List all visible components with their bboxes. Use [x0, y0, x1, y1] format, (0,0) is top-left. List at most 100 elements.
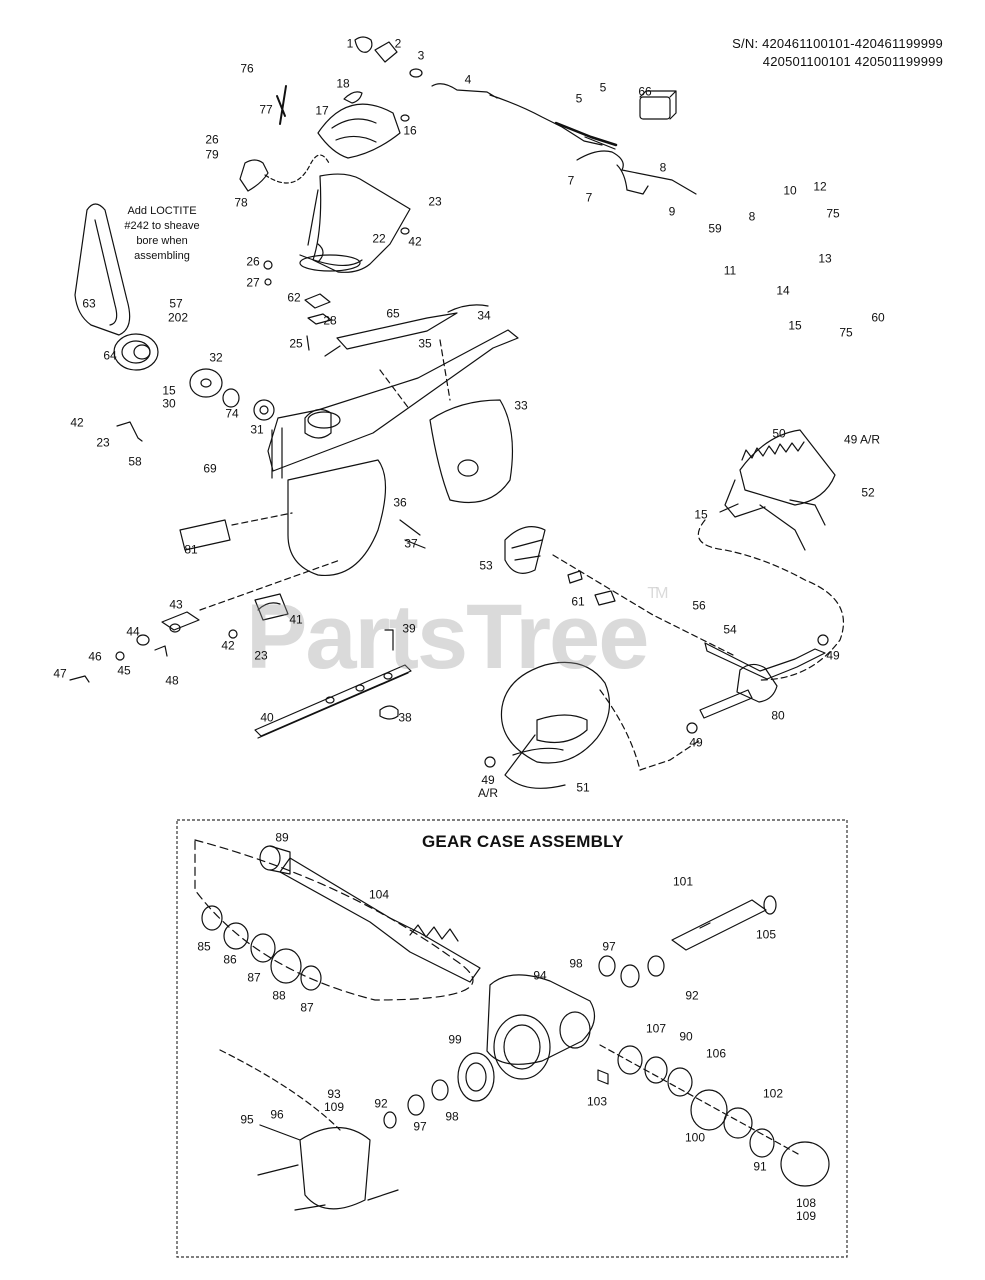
part-label-30: 30 — [162, 396, 176, 411]
part-label-3: 3 — [417, 48, 425, 63]
watermark-text: PartsTree — [246, 586, 649, 688]
part-label-66: 66 — [638, 84, 652, 99]
serial-range-line-2: 420501100101 420501199999 — [762, 54, 943, 69]
part-label-94: 94 — [533, 968, 547, 983]
part-label-202: 202 — [167, 310, 189, 325]
part-label-69: 69 — [203, 461, 217, 476]
part-label-90: 90 — [679, 1029, 693, 1044]
part-label-65: 65 — [386, 306, 400, 321]
part-label-25: 25 — [289, 336, 303, 351]
part-label-18: 18 — [336, 76, 350, 91]
part-label-92b: 92 — [374, 1096, 388, 1111]
auger-housing — [267, 329, 519, 472]
part-label-92a: 92 — [685, 988, 699, 1003]
auger-shaft — [704, 642, 826, 680]
part-label-9: 9 — [668, 204, 676, 219]
drive-belt — [74, 203, 131, 336]
part-label-2: 2 — [394, 36, 402, 51]
part-label-97b: 97 — [413, 1119, 427, 1134]
part-label-50: 50 — [772, 426, 786, 441]
part-label-12: 12 — [813, 179, 827, 194]
part-label-43: 43 — [169, 597, 183, 612]
gear-case-assembly-title: GEAR CASE ASSEMBLY — [422, 832, 624, 851]
part-label-35: 35 — [418, 336, 432, 351]
part-label-49a: 49 A/R — [843, 432, 881, 447]
part-label-77: 77 — [259, 102, 273, 117]
chute-crank-end — [374, 41, 398, 63]
part-label-28: 28 — [323, 313, 337, 328]
part-label-23c: 23 — [254, 648, 268, 663]
part-label-38: 38 — [398, 710, 412, 725]
discharge-chute — [312, 173, 411, 273]
gear-99 — [457, 1052, 495, 1102]
part-label-41: 41 — [289, 612, 303, 627]
watermark: PartsTreeTM — [246, 585, 669, 690]
part-label-105: 105 — [755, 927, 777, 942]
part-label-98a: 98 — [569, 956, 583, 971]
loctite-note-line-2: #242 to sheave — [124, 220, 200, 232]
loctite-note: Add LOCTITE #242 to sheave bore when ass… — [118, 204, 206, 264]
part-label-7a: 7 — [567, 173, 575, 188]
part-label-101: 101 — [672, 874, 694, 889]
gear-case-80 — [736, 663, 778, 703]
worm-shaft-104 — [279, 857, 481, 983]
part-label-108: 108 109 — [795, 1196, 817, 1223]
part-label-80: 80 — [771, 708, 785, 723]
part-label-15c: 15 — [694, 507, 708, 522]
part-label-49d: 49 A/R — [477, 773, 499, 800]
loctite-note-line-4: assembling — [134, 250, 190, 262]
loctite-note-line-3: bore when — [136, 235, 188, 247]
part-label-15a: 15 — [162, 383, 176, 398]
watermark-tm: TM — [647, 585, 668, 602]
part-label-76: 76 — [240, 61, 254, 76]
part-label-10: 10 — [783, 183, 797, 198]
part-label-98b: 98 — [445, 1109, 459, 1124]
part-label-47: 47 — [53, 666, 67, 681]
part-label-87b: 87 — [300, 1000, 314, 1015]
scraper-bar-40 — [254, 664, 412, 739]
part-label-91: 91 — [753, 1159, 767, 1174]
auger-flight-right — [739, 429, 836, 506]
part-label-39: 39 — [402, 621, 416, 636]
part-label-58: 58 — [128, 454, 142, 469]
part-label-85: 85 — [197, 939, 211, 954]
part-label-42c: 42 — [221, 638, 235, 653]
loctite-note-line-1: Add LOCTITE — [127, 205, 197, 217]
cover-plate-93 — [299, 1127, 371, 1210]
part-label-57: 57 — [169, 296, 183, 311]
part-label-93: 93 109 — [323, 1087, 345, 1114]
part-label-7b: 7 — [585, 190, 593, 205]
gear-housing-94 — [486, 974, 596, 1065]
part-label-49c: 49 — [689, 735, 703, 750]
bushing-89 — [259, 845, 281, 871]
part-label-46: 46 — [88, 649, 102, 664]
part-label-62: 62 — [287, 290, 301, 305]
part-label-23a: 23 — [428, 194, 442, 209]
part-label-31: 31 — [250, 422, 264, 437]
part-label-45: 45 — [117, 663, 131, 678]
part-label-100: 100 — [684, 1130, 706, 1145]
part-label-22: 22 — [372, 231, 386, 246]
part-label-33: 33 — [514, 398, 528, 413]
part-label-86: 86 — [223, 952, 237, 967]
part-label-4: 4 — [464, 72, 472, 87]
part-label-42a: 42 — [408, 234, 422, 249]
part-label-34: 34 — [477, 308, 491, 323]
part-label-95: 95 — [240, 1112, 254, 1127]
part-label-11: 11 — [723, 263, 737, 278]
crank-rod — [431, 83, 616, 150]
part-label-27: 27 — [246, 275, 260, 290]
part-label-87a: 87 — [247, 970, 261, 985]
part-label-74: 74 — [225, 406, 239, 421]
part-label-26b: 26 — [246, 254, 260, 269]
part-label-17: 17 — [315, 103, 329, 118]
part-label-52: 52 — [861, 485, 875, 500]
part-label-1: 1 — [346, 36, 354, 51]
part-label-16: 16 — [403, 123, 417, 138]
part-label-51: 51 — [576, 780, 590, 795]
chute-deflector — [317, 103, 401, 159]
impeller-53 — [504, 526, 546, 574]
part-label-81: 81 — [184, 542, 198, 557]
part-label-44: 44 — [126, 624, 140, 639]
